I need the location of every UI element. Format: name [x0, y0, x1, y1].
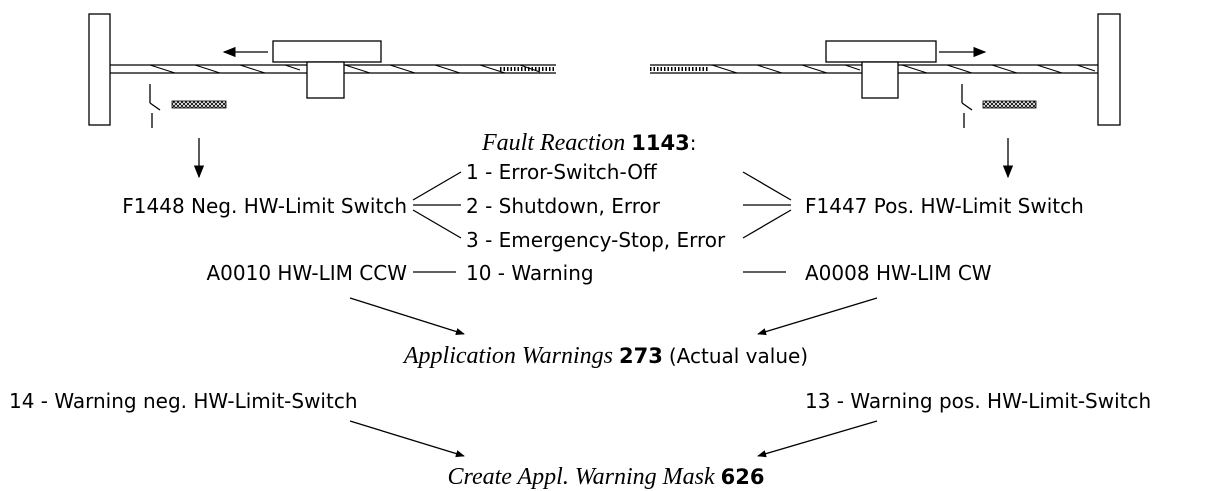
right-warning-bit-label: 13 - Warning pos. HW-Limit-Switch [805, 389, 1151, 413]
left-warning-label: A0010 HW-LIM CCW [206, 261, 407, 285]
left-fault-label: F1448 Neg. HW-Limit Switch [122, 194, 407, 218]
left-mask-arrow [349, 420, 465, 458]
left-spindle-thread [149, 64, 541, 74]
right-axis-mechanism [650, 13, 1121, 179]
left-axis-mechanism [88, 13, 556, 179]
right-end-stop [1097, 13, 1121, 126]
right-warning-label: A0008 HW-LIM CW [805, 261, 992, 285]
right-warning-arrow [757, 297, 878, 336]
fault-reaction-option-2: 2 - Shutdown, Error [466, 194, 661, 218]
application-warnings-title: Application Warnings 273 (Actual value) [402, 343, 808, 369]
fault-reaction-option-3: 3 - Emergency-Stop, Error [466, 228, 726, 252]
right-limit-switch [961, 84, 1037, 128]
left-warning-bit-label: 14 - Warning neg. HW-Limit-Switch [9, 389, 358, 413]
warning-mask-title: Create Appl. Warning Mask 626 [448, 464, 765, 490]
fault-reaction-title: Fault Reaction 1143: [481, 130, 697, 156]
right-mask-arrow [757, 420, 878, 458]
left-end-stop [88, 13, 111, 126]
right-fault-label: F1447 Pos. HW-Limit Switch [805, 194, 1084, 218]
right-spindle-thread [711, 64, 1096, 74]
left-warning-arrow [349, 297, 465, 335]
fault-reaction-option-1: 1 - Error-Switch-Off [466, 160, 658, 184]
right-carriage [825, 40, 937, 99]
left-carriage [272, 40, 382, 99]
left-reaction-connectors [412, 171, 462, 273]
left-limit-switch [149, 84, 227, 128]
fault-reaction-option-10: 10 - Warning [466, 261, 594, 285]
right-reaction-connectors [742, 171, 792, 273]
